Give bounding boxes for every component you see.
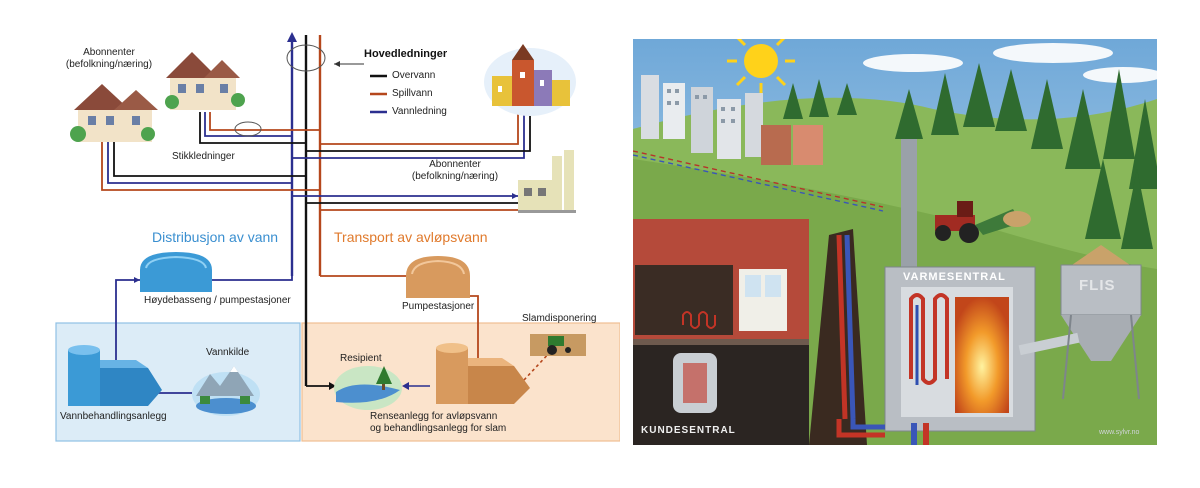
water-treatment-label: Vannbehandlingsanlegg (60, 411, 167, 422)
district-heating-illustration: VARMESENTRAL FLIS KUNDESENTRAL www.sylvr… (633, 39, 1157, 445)
chimney (901, 139, 917, 271)
subscribers-top-label: Abonnenter (befolkning/næring) (65, 47, 153, 70)
customer-house (633, 219, 809, 445)
wood-chip-silo (1018, 245, 1142, 400)
service-lines-label: Stikkledninger (172, 151, 235, 162)
reservoir-label: Høydebasseng / pumpestasjoner (144, 295, 291, 306)
reservoir-icon (140, 252, 212, 292)
water-diagram-canvas (55, 32, 620, 442)
wood-chip-label: FLIS (1079, 277, 1116, 294)
tractor-icon (935, 201, 1031, 243)
distribution-title: Distribusjon av vann (152, 229, 279, 245)
pump-stations-label: Pumpestasjoner (402, 301, 475, 312)
legend-label-spillvann: Spillvann (392, 88, 433, 99)
service-lines-marker (234, 121, 262, 137)
sludge-tractor-icon (530, 334, 586, 356)
water-diagram: Hovedledninger Overvann Spillvann Vannle… (40, 30, 620, 460)
water-treatment-icon (68, 345, 162, 406)
sludge-disposal-label: Slamdisponering (522, 313, 597, 324)
heating-central-label: VARMESENTRAL (903, 271, 1006, 283)
legend-label-vannledning: Vannledning (392, 106, 447, 117)
main-lines-marker (286, 44, 326, 72)
pump-station-icon (406, 256, 470, 298)
forest-icon (783, 63, 1157, 249)
recipient-label: Resipient (340, 353, 382, 364)
town-icon (484, 44, 576, 116)
recipient-icon (334, 366, 402, 410)
apartment-buildings-icon (641, 75, 823, 165)
houses-icon (70, 52, 245, 142)
credit-label: www.sylvr.no (1099, 429, 1140, 436)
wastewater-plant-label: Renseanlegg for avløpsvann og behandling… (370, 411, 507, 434)
sun-icon (727, 39, 795, 93)
legend-title: Hovedledninger (364, 48, 448, 60)
transport-title: Transport av avløpsvann (334, 229, 488, 245)
subscribers-right-label: Abonnenter (befolkning/næring) (411, 159, 499, 182)
water-source-label: Vannkilde (206, 347, 250, 358)
water-source-icon (192, 366, 260, 416)
factory-icon (518, 150, 576, 213)
heating-central-building (884, 266, 1036, 445)
customer-central-label: KUNDESENTRAL (641, 425, 736, 436)
wastewater-plant-icon (436, 343, 530, 404)
district-heating-canvas (633, 39, 1157, 445)
legend-label-overvann: Overvann (392, 70, 436, 81)
